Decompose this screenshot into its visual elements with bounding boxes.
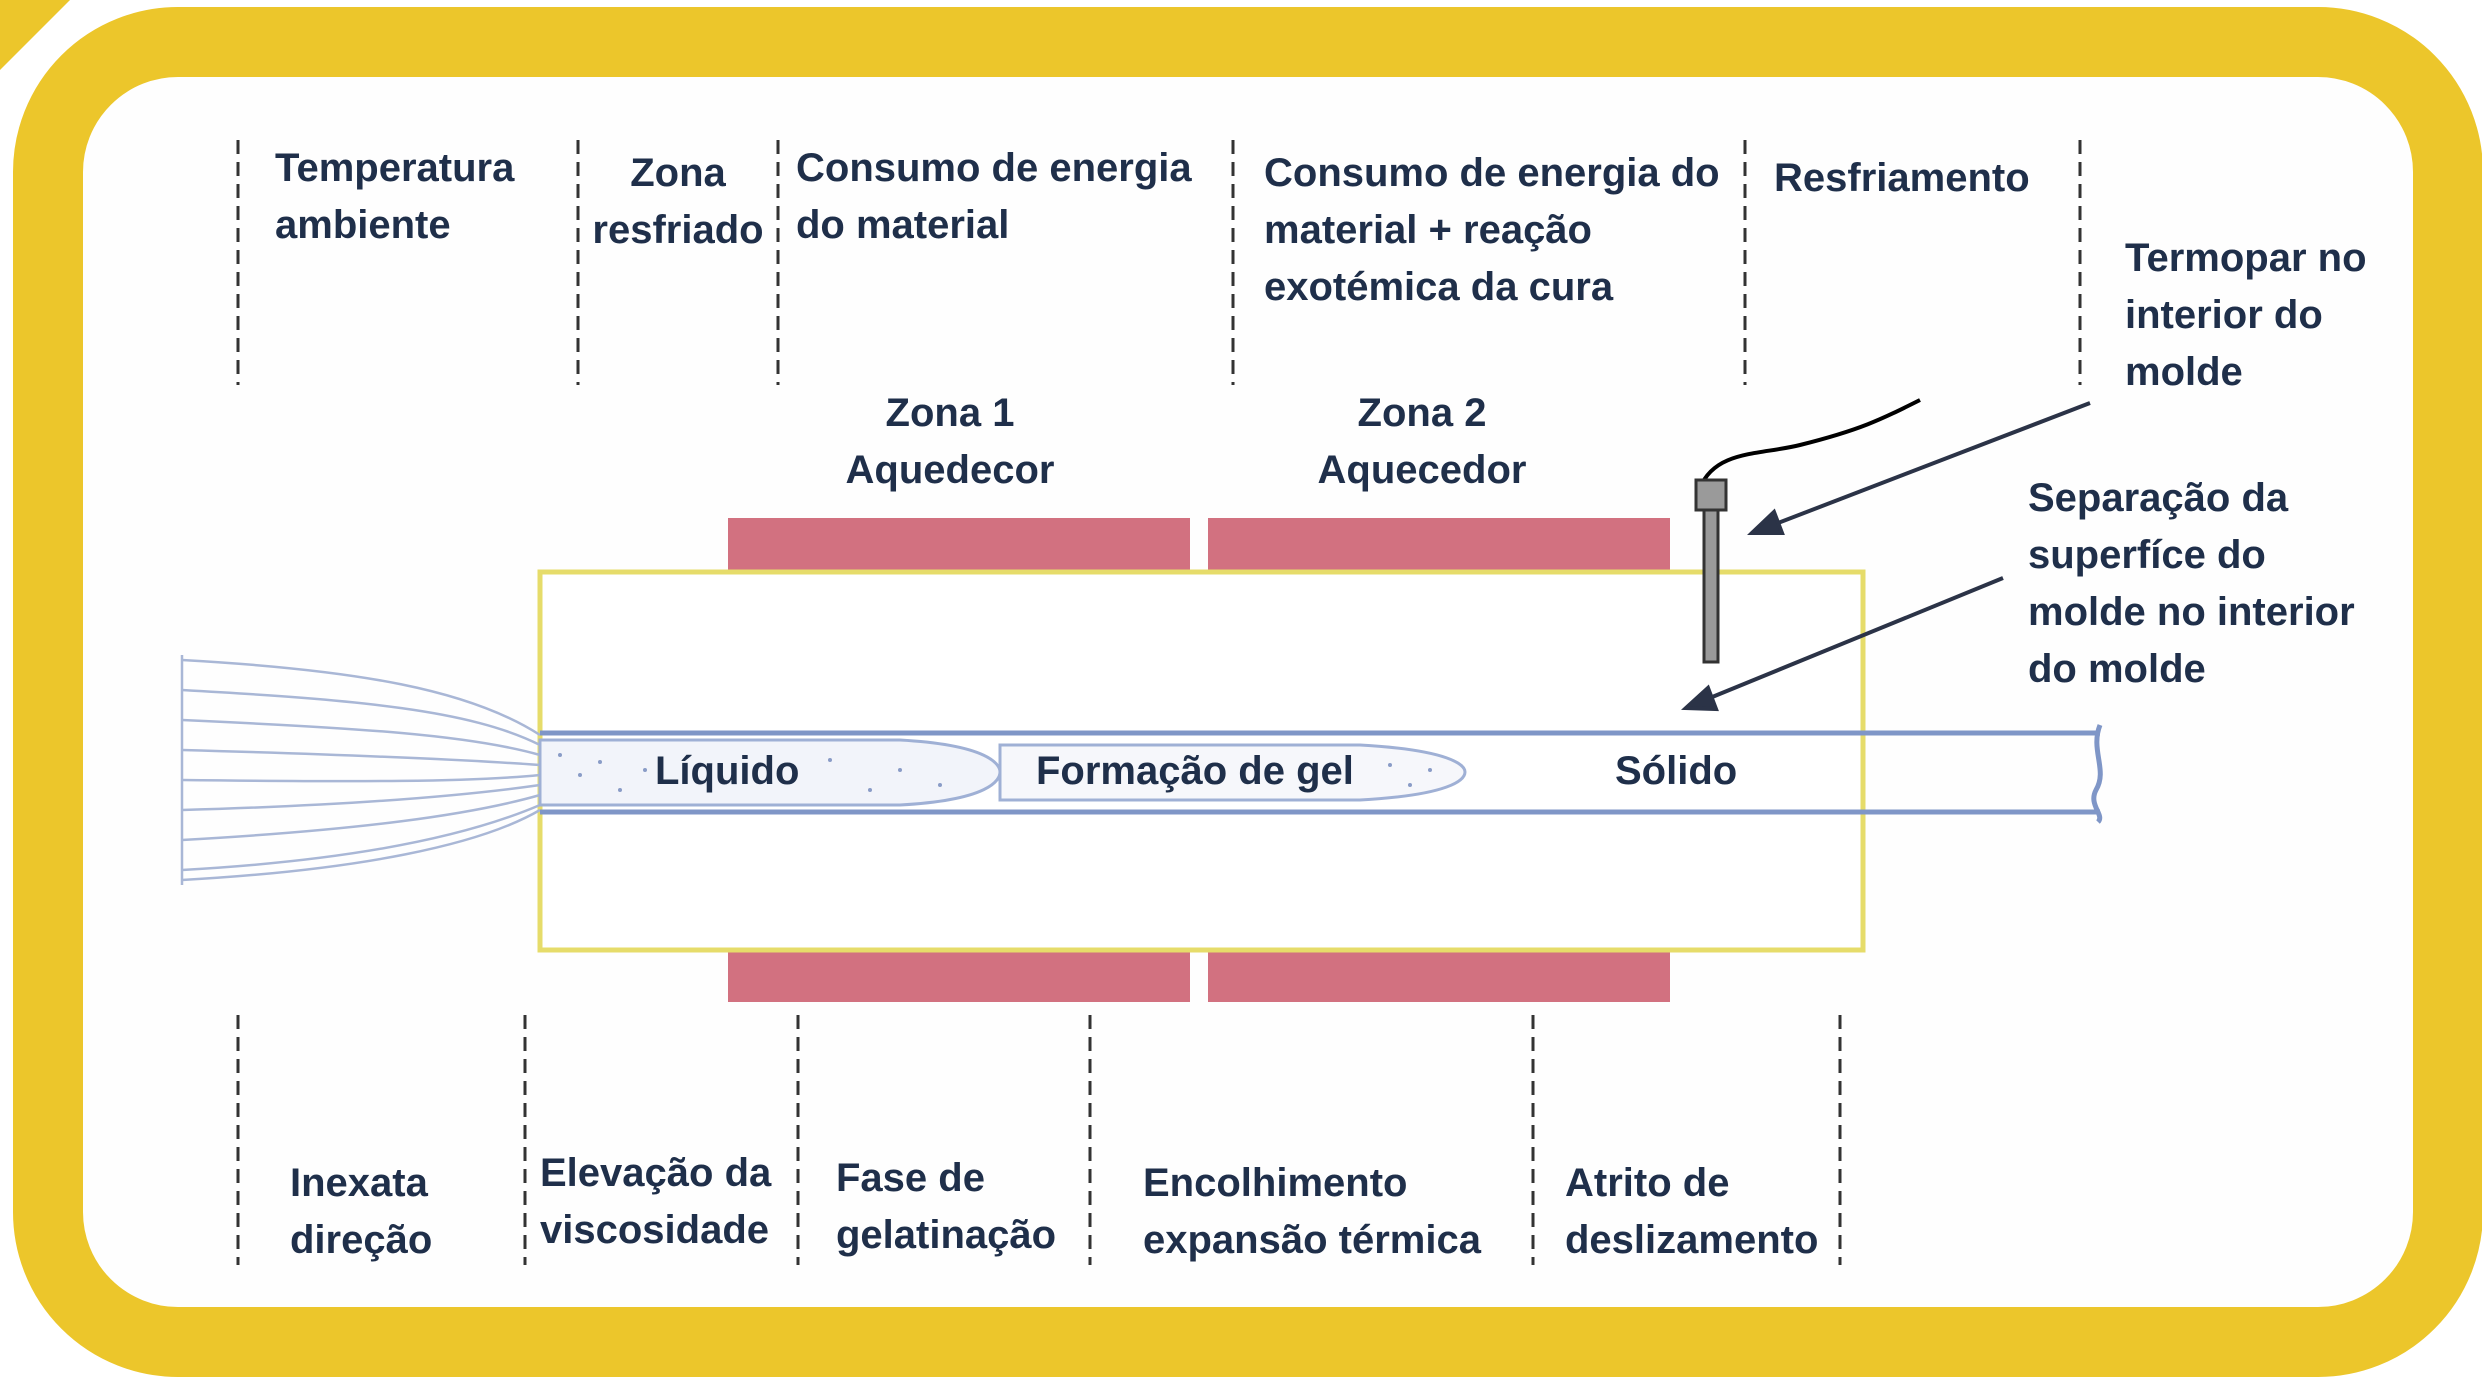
bottom-effect-friction: Atrito de deslizamento xyxy=(1565,1161,1819,1262)
heater-zone2-label: Zona 2 Aquecedor xyxy=(1317,391,1527,492)
separation-annotation: Separação da superfíce do molde no inter… xyxy=(2028,476,2355,691)
phase-gel: Formação de gel xyxy=(1036,749,1354,793)
phase-solid: Sólido xyxy=(1615,749,1738,793)
profile-channel xyxy=(540,724,2103,824)
heater-zone2-bottom xyxy=(1208,950,1670,1002)
top-zone-cooling: Resfriamento xyxy=(1774,156,2030,200)
heater-zone1-bottom xyxy=(728,950,1190,1002)
resin-dots xyxy=(558,753,1432,792)
corner-triangle xyxy=(0,0,70,70)
bottom-effect-shrinkage: Encolhimento expansão térmica xyxy=(1143,1161,1481,1262)
phase-liquid: Líquido xyxy=(655,749,800,793)
top-zone-cooled: Zona resfriado xyxy=(592,151,764,252)
bottom-effect-viscosity: Elevação da viscosidade xyxy=(540,1151,772,1252)
top-dividers xyxy=(236,140,2082,385)
heater-zone2-top xyxy=(1208,518,1670,570)
bottom-effect-gelation: Fase de gelatinação xyxy=(836,1156,1057,1257)
top-zone-ambient: Temperatura ambiente xyxy=(275,146,515,247)
thermocouple-annotation: Termopar no interior do molde xyxy=(2125,236,2367,394)
heater-zone1-label: Zona 1 Aquedecor xyxy=(845,391,1055,492)
bottom-dividers xyxy=(236,1015,1842,1265)
annotation-arrows xyxy=(1681,401,2091,712)
top-zone-energy-material: Consumo de energia do material xyxy=(796,146,1192,247)
heater-zone1-top xyxy=(728,518,1190,570)
top-zone-energy-reaction: Consumo de energia do material + reação … xyxy=(1264,151,1720,309)
gel-zone xyxy=(998,743,1467,802)
bottom-effect-direction: Inexata direção xyxy=(290,1161,433,1262)
fiber-bundle xyxy=(180,655,541,885)
thermocouple-probe xyxy=(1694,398,1921,664)
